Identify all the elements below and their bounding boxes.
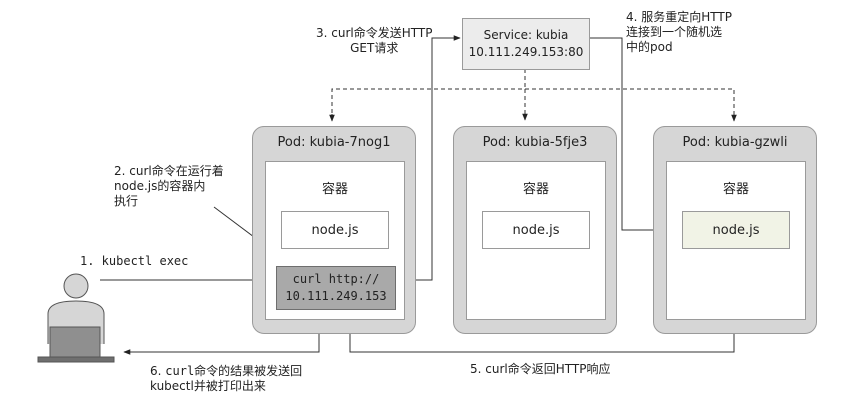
service-box: Service: kubia 10.111.249.153:80 xyxy=(462,18,590,70)
step6-label: 6. curl命令的结果被发送回 kubectl并被打印出来 xyxy=(150,364,302,394)
step2-label: 2. curl命令在运行着 node.js的容器内 执行 xyxy=(114,164,224,209)
step6-line-2: kubectl并被打印出来 xyxy=(150,379,266,393)
container-label: 容器 xyxy=(321,182,348,197)
pod-title: Pod: kubia-7nog1 xyxy=(277,135,391,150)
step3-line-2: GET请求 xyxy=(350,41,399,55)
service-ip: 10.111.249.153:80 xyxy=(468,45,584,59)
container-box: 容器 node.js xyxy=(666,161,806,320)
step4-line-1: 4. 服务重定向HTTP xyxy=(626,10,732,24)
step4-line-2: 连接到一个随机选 xyxy=(626,25,723,39)
step6-code: curl xyxy=(165,364,195,378)
service-fanout-line xyxy=(331,88,735,120)
step6-prefix: 6. xyxy=(150,364,166,378)
step1-label: 1. kubectl exec xyxy=(80,254,188,269)
container-label: 容器 xyxy=(522,182,549,197)
step2-line-3: 执行 xyxy=(114,194,139,208)
nodejs-app-box: node.js xyxy=(482,211,590,249)
nodejs-app-box-selected: node.js xyxy=(682,211,790,249)
pod-title: Pod: kubia-gzwli xyxy=(682,135,788,150)
step5-label: 5. curl命令返回HTTP响应 xyxy=(470,362,610,377)
step1-text: 1. kubectl exec xyxy=(80,254,189,268)
step3-line-1: 3. curl命令发送HTTP xyxy=(316,26,433,40)
curl-line-1: curl http:// xyxy=(292,272,380,286)
container-label: 容器 xyxy=(722,182,749,197)
nodejs-app-box: node.js xyxy=(281,211,389,249)
step5-text: 5. curl命令返回HTTP响应 xyxy=(470,362,611,376)
step6-line-1: 6. curl命令的结果被发送回 xyxy=(150,364,302,379)
step2-line-1: 2. curl命令在运行着 xyxy=(114,164,224,178)
pod-kubia-7nog1: Pod: kubia-7nog1 容器 node.js curl http://… xyxy=(252,126,416,334)
curl-command-box: curl http:// 10.111.249.153 xyxy=(276,266,396,310)
step4-label: 4. 服务重定向HTTP 连接到一个随机选 中的pod xyxy=(626,10,732,55)
arrow-service-to-pod xyxy=(588,37,671,233)
user-icon xyxy=(37,273,115,363)
pod-kubia-gzwli: Pod: kubia-gzwli 容器 node.js xyxy=(653,126,817,334)
step2-line-2: node.js的容器内 xyxy=(114,179,206,193)
step4-line-3: 中的pod xyxy=(626,40,673,54)
service-title: Service: kubia xyxy=(483,28,569,42)
step3-label: 3. curl命令发送HTTP GET请求 xyxy=(316,26,432,56)
container-box: 容器 node.js curl http:// 10.111.249.153 xyxy=(265,161,405,320)
container-box: 容器 node.js xyxy=(466,161,606,320)
curl-line-2: 10.111.249.153 xyxy=(285,289,387,303)
pod-kubia-5fje3: Pod: kubia-5fje3 容器 node.js xyxy=(453,126,617,334)
pod-title: Pod: kubia-5fje3 xyxy=(482,135,588,150)
step6-line1-rest: 命令的结果被发送回 xyxy=(194,364,303,378)
